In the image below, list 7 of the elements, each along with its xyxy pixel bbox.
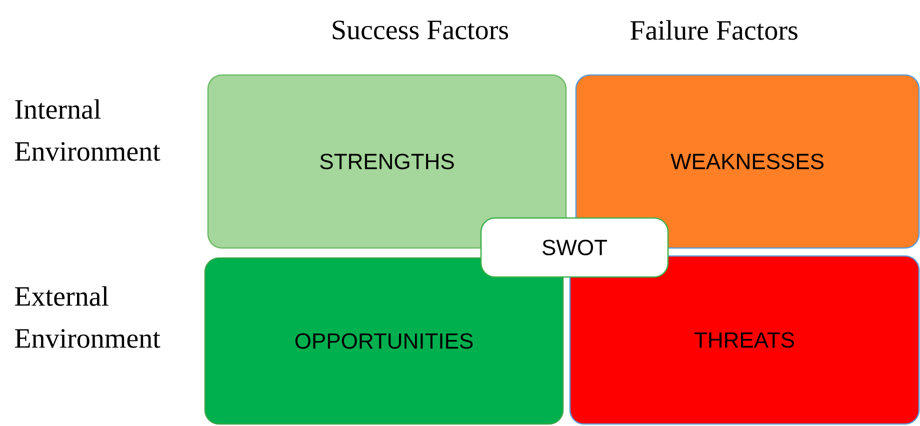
- quadrant-box: OPPORTUNITIES: [204, 257, 564, 425]
- swot-label-box: SWOT: [480, 217, 669, 278]
- row-heading: External Environment: [15, 286, 160, 348]
- column-heading: Success Factors: [332, 20, 508, 40]
- row-heading: Internal Environment: [15, 99, 160, 161]
- column-heading: Failure Factors: [630, 20, 798, 40]
- quadrant-box: THREATS: [569, 255, 920, 425]
